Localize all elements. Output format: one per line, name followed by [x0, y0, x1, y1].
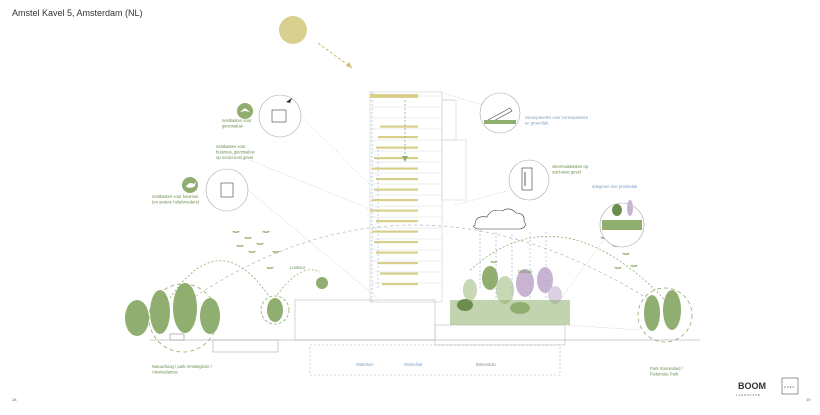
- arrow-head: [346, 62, 352, 68]
- balcony: [376, 220, 418, 223]
- label-winkelhal: Winkelhal: [404, 362, 422, 367]
- bird-icon: [622, 253, 630, 255]
- roof-garden: [450, 266, 570, 325]
- balcony: [376, 251, 418, 254]
- park-circle-left: [125, 283, 220, 353]
- label-nestkast-huismus: nestkasten voor huismus (en andere holeb…: [152, 194, 200, 205]
- bird-icon: [630, 265, 638, 267]
- bird-icon: [262, 231, 270, 233]
- cloud-icon: [473, 208, 526, 230]
- callout-bat: [454, 159, 550, 206]
- rain-lines: [479, 230, 547, 300]
- label-natuurboog: Natuurboog / park Amstelglorie / Amsterd…: [152, 364, 213, 375]
- label-dakgroen: dakgroen met prairiedak: [592, 184, 638, 189]
- label-dakhan: Dakhan: [518, 269, 533, 274]
- logo-second: KOEN: [784, 385, 795, 389]
- tower-floors: [372, 95, 442, 284]
- page-number-left: 18: [12, 397, 17, 402]
- logo-boom: BOOM: [738, 381, 766, 391]
- bird-icon: [256, 243, 264, 245]
- label-vleermuis: vleermuiskasten op zuid-west gevel: [552, 164, 589, 175]
- bird-icon: [614, 267, 622, 269]
- callout-solar: [439, 91, 521, 134]
- tree-icon: [316, 277, 328, 289]
- balcony: [370, 94, 418, 98]
- balcony: [370, 209, 418, 212]
- page-number-right: 19: [806, 397, 811, 402]
- label-binnentuin: Binnentuin: [476, 362, 496, 367]
- logo-boom-sub: LANDSCAPE: [736, 393, 761, 397]
- balcony: [382, 283, 418, 286]
- balcony: [380, 272, 418, 275]
- balcony: [374, 157, 418, 160]
- bird-icon: [236, 245, 244, 247]
- balcony: [374, 241, 418, 244]
- label-nestkast-huismus-noord: nestkasten voor huismus, gierzwaluw op n…: [216, 144, 256, 160]
- bird-icon: [248, 251, 256, 253]
- nest-box-icon: [271, 109, 287, 123]
- tower: [369, 91, 467, 303]
- label-park: Park Sonnevlied / Fietsroute Park: [650, 366, 684, 377]
- bird-icon: [490, 261, 498, 263]
- balcony: [372, 167, 418, 170]
- balcony: [380, 125, 418, 128]
- balcony: [378, 262, 418, 265]
- balcony: [376, 178, 418, 181]
- flight-arcs: [169, 224, 666, 301]
- balcony: [372, 230, 418, 233]
- tower-balconies: [370, 94, 418, 286]
- callout-roofgarden: [559, 200, 645, 301]
- label-nestkast-gierzwaluw: nestkasten voor gierzwaluw: [222, 118, 253, 129]
- balcony: [378, 136, 418, 139]
- label-zonnepanelen: zonnepanelen voor zonnepanelen en groend…: [525, 115, 589, 126]
- page-title: Amstel Kavel 5, Amsterdam (NL): [12, 8, 143, 18]
- sparrow-icon: [186, 181, 196, 188]
- callout-swift: [237, 94, 371, 186]
- balcony: [376, 146, 418, 149]
- sunlight-arrow: [317, 42, 353, 69]
- swift-icon: [240, 108, 250, 112]
- logo-box: [781, 377, 799, 395]
- bird-icon: [272, 251, 280, 253]
- balcony: [374, 188, 418, 191]
- bat-icon: [521, 167, 533, 191]
- podium: [150, 299, 700, 376]
- callout-sparrow: [182, 159, 381, 301]
- balcony: [372, 199, 418, 202]
- bird-icon: [266, 267, 274, 269]
- label-lookout: Lookout: [290, 265, 306, 270]
- bird-icon: [244, 237, 252, 239]
- nest-box-icon: [220, 182, 234, 198]
- bird-icon: [232, 231, 240, 233]
- park-circle-right: [637, 287, 693, 343]
- sun-icon: [279, 16, 307, 44]
- label-watertuin: Watertuin: [356, 362, 374, 367]
